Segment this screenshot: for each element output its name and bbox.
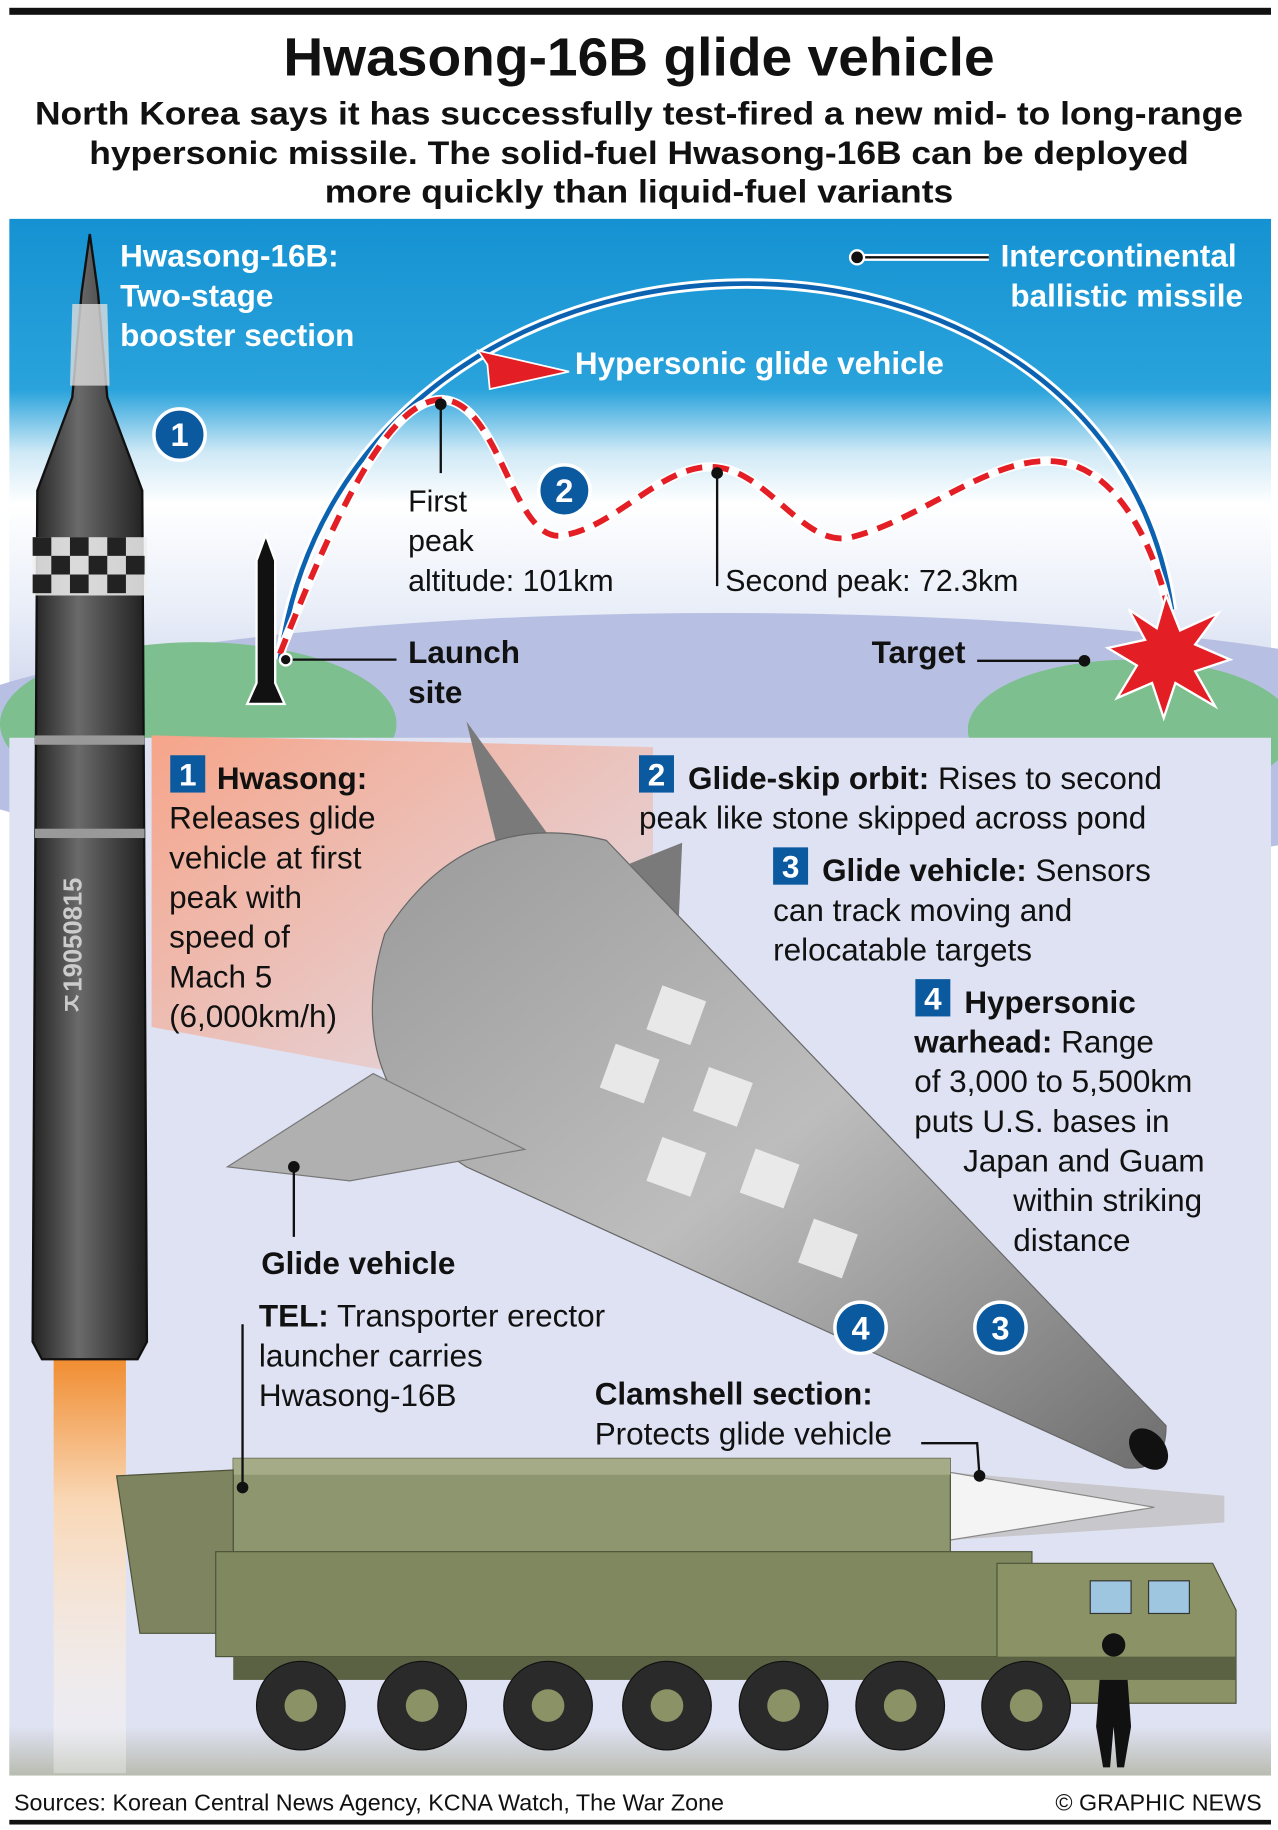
marker-3 bbox=[973, 1300, 1028, 1356]
hgv-label: Hypersonic glide vehicle bbox=[575, 346, 944, 381]
marker-4 bbox=[833, 1300, 888, 1356]
note-1-number: 1 bbox=[179, 758, 197, 793]
top-rule bbox=[9, 7, 1272, 15]
note-1-body: Releases glide vehicle at first peak wit… bbox=[169, 801, 384, 1034]
checker-squares bbox=[32, 537, 145, 594]
launch-dot bbox=[278, 652, 293, 667]
launch-rocket-icon bbox=[245, 531, 287, 706]
tel-heading: TEL: Transporter erector bbox=[259, 1299, 605, 1334]
tel-body: launcher carries Hwasong-16B bbox=[259, 1338, 492, 1413]
hgv-checker bbox=[599, 985, 858, 1279]
note-1-title: Hwasong: bbox=[217, 761, 367, 796]
bottom-rule bbox=[9, 1819, 1272, 1825]
stage-ring bbox=[34, 735, 145, 745]
note-4-number: 4 bbox=[924, 981, 942, 1016]
subtitle-line-2: hypersonic missile. The solid-fuel Hwaso… bbox=[89, 134, 1189, 171]
tel-hubs bbox=[284, 1689, 1043, 1722]
marker-2 bbox=[536, 463, 592, 518]
clamshell-callout-line bbox=[921, 1442, 981, 1476]
person-scale-icon bbox=[1096, 1633, 1132, 1768]
missile-marking: ㅈ19050815 bbox=[60, 878, 88, 1016]
note-3-heading: Glide vehicle: Sensors bbox=[822, 853, 1151, 888]
tel-vehicle bbox=[115, 1457, 1237, 1704]
marker-2-label: 2 bbox=[555, 472, 573, 509]
note-2-body: peak like stone skipped across pond bbox=[639, 801, 1146, 836]
glide-vehicle-flag-icon bbox=[476, 349, 570, 391]
explosion-icon bbox=[1104, 591, 1234, 722]
subtitle-line-1: North Korea says it has successfully tes… bbox=[35, 94, 1243, 131]
marker-1-label: 1 bbox=[170, 416, 188, 453]
first-peak-dot bbox=[434, 398, 447, 411]
marker-1 bbox=[152, 407, 207, 462]
credit-text: © GRAPHIC NEWS bbox=[1055, 1790, 1261, 1816]
hgv-nose bbox=[1129, 1428, 1169, 1470]
note-2-heading: Glide-skip orbit: Rises to second bbox=[688, 761, 1162, 796]
marker-4-label: 4 bbox=[851, 1309, 869, 1346]
icbm-label: Intercontinental ballistic missile bbox=[1001, 239, 1246, 314]
marker-3-label: 3 bbox=[991, 1309, 1009, 1346]
note-3-number: 3 bbox=[782, 850, 800, 885]
glide-vehicle-label: Glide vehicle bbox=[261, 1246, 455, 1281]
second-peak-label: Second peak: 72.3km bbox=[725, 565, 1018, 598]
clamshell-dot bbox=[973, 1470, 986, 1482]
page-title: Hwasong-16B glide vehicle bbox=[283, 27, 994, 87]
note-2-badge bbox=[639, 755, 674, 793]
hgv-wing bbox=[225, 1072, 527, 1182]
hgv-top-fin bbox=[466, 721, 549, 864]
note-2-number: 2 bbox=[648, 758, 666, 793]
nose-checker bbox=[69, 303, 110, 386]
note-3-badge bbox=[773, 847, 809, 885]
note-3-body: can track moving and relocatable targets bbox=[773, 893, 1081, 968]
sources-text: Sources: Korean Central News Agency, KCN… bbox=[14, 1790, 724, 1816]
note-4-heading: warhead: Range bbox=[913, 1025, 1154, 1060]
clamshell-body: Protects glide vehicle bbox=[595, 1416, 892, 1451]
first-peak-label: First peak altitude: 101km bbox=[408, 486, 613, 598]
second-peak-dot bbox=[711, 467, 723, 479]
icbm-callout-dot bbox=[848, 249, 866, 266]
note-1-badge bbox=[170, 755, 206, 793]
hgv-trajectory bbox=[277, 396, 1172, 655]
stage-ring-2 bbox=[34, 828, 145, 839]
hgv-side-fin bbox=[629, 842, 683, 922]
target-label: Target bbox=[872, 635, 966, 670]
launch-site-label: Launch site bbox=[408, 635, 529, 710]
note-4-title: Hypersonic bbox=[964, 985, 1135, 1020]
glide-vehicle-dot bbox=[288, 1161, 300, 1173]
target-dot bbox=[1078, 654, 1091, 667]
note-4-body: of 3,000 to 5,500km puts U.S. bases in J… bbox=[914, 1064, 1213, 1258]
tel-dot bbox=[236, 1481, 249, 1494]
note-4-badge bbox=[915, 979, 951, 1017]
clamshell-title: Clamshell section: bbox=[595, 1377, 873, 1412]
icbm-trajectory bbox=[277, 281, 1175, 660]
subtitle-line-3: more quickly than liquid-fuel variants bbox=[325, 173, 954, 210]
booster-label: Hwasong-16B: Two-stage booster section bbox=[120, 239, 354, 353]
exhaust-flame bbox=[53, 1353, 126, 1774]
